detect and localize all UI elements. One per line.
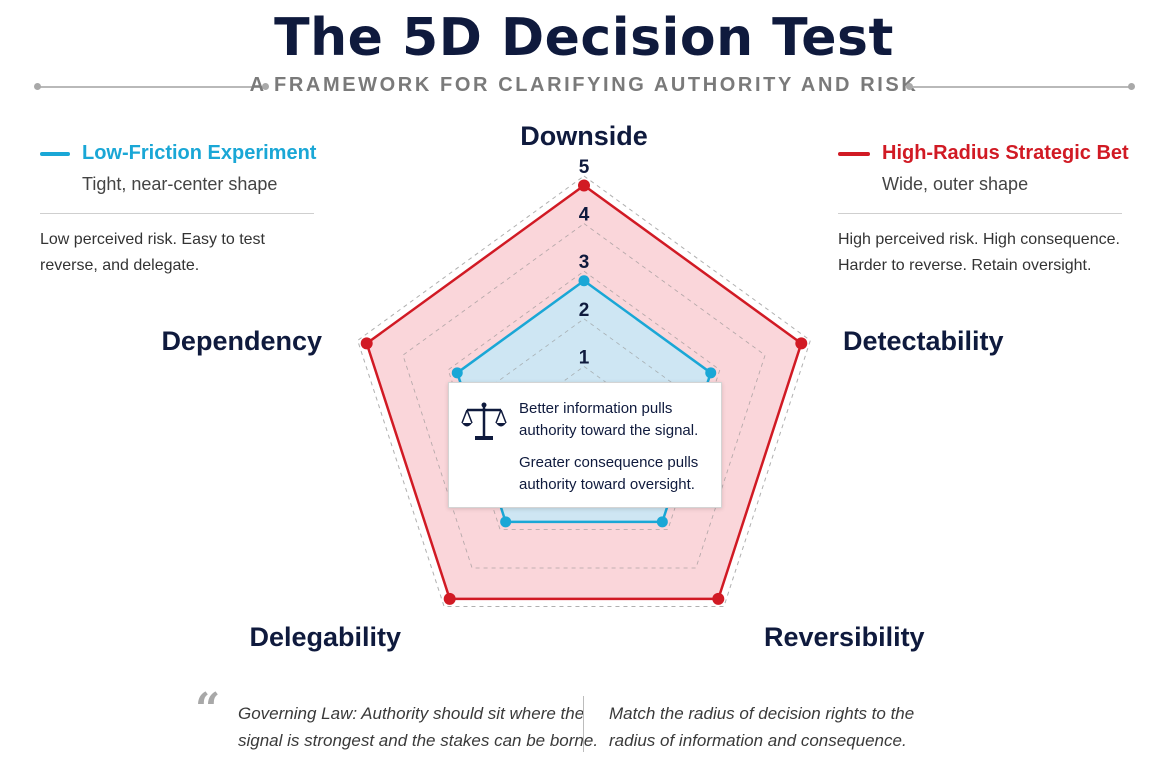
subtitle-rule-left <box>38 86 266 88</box>
axis-label-reversibility: Reversibility <box>764 622 925 652</box>
footer-right-line-1: Match the radius of decision rights to t… <box>609 704 915 723</box>
legend-low-swatch <box>40 152 70 156</box>
axis-label-dependency: Dependency <box>161 326 322 356</box>
series-point-0-0 <box>578 275 590 287</box>
subtitle-rule-dot-right-outer <box>1128 83 1135 90</box>
grid-overlay-3 <box>447 270 721 530</box>
callout-line-4: authority toward oversight. <box>519 476 695 493</box>
series-point-1-0 <box>578 179 590 192</box>
subtitle-rule-dot-left-outer <box>34 83 41 90</box>
scales-icon <box>461 402 507 440</box>
tick-label-5: 5 <box>579 157 590 178</box>
grid-overlay-2 <box>492 318 676 492</box>
series-point-1-3 <box>443 592 456 605</box>
legend-low-name: Low-Friction Experiment <box>82 142 317 164</box>
legend-high-swatch <box>838 152 870 156</box>
callout-line-3: Greater consequence pulls <box>519 454 699 471</box>
legend-low-divider <box>40 213 314 214</box>
series-point-0-1 <box>705 367 717 379</box>
tick-label-3: 3 <box>579 252 590 273</box>
legend-high-shape: Wide, outer shape <box>882 174 1029 194</box>
callout-line-2: authority toward the signal. <box>519 422 699 439</box>
subtitle-rule-dot-left-inner <box>262 83 269 90</box>
legend-low-desc-2: reverse, and delegate. <box>40 257 200 274</box>
footer-divider <box>583 696 584 752</box>
subtitle-rule-dot-right-inner <box>906 83 913 90</box>
axis-label-detectability: Detectability <box>843 326 1004 356</box>
tick-label-1: 1 <box>579 347 590 368</box>
axis-label-delegability: Delegability <box>249 622 401 652</box>
axis-label-downside: Downside <box>520 121 648 151</box>
legend-high-name: High-Radius Strategic Bet <box>882 142 1129 164</box>
legend-high-desc-2: Harder to reverse. Retain oversight. <box>838 257 1092 274</box>
grid-overlay-4 <box>402 223 766 569</box>
series-point-0-2 <box>656 516 668 528</box>
tick-label-2: 2 <box>579 300 590 321</box>
page-subtitle: A FRAMEWORK FOR CLARIFYING AUTHORITY AND… <box>249 74 919 96</box>
legend-high-divider <box>838 213 1122 214</box>
series-line-0 <box>455 279 713 524</box>
callout-line-1: Better information pulls <box>519 400 673 417</box>
callout-box: Better information pulls authority towar… <box>448 382 722 508</box>
grid-ring-outer <box>357 175 811 608</box>
series-line-1 <box>365 184 803 601</box>
governing-law-line-1: Governing Law: Authority should sit wher… <box>238 704 585 723</box>
series-point-1-1 <box>795 337 808 350</box>
series-point-0-4 <box>451 367 463 379</box>
quote-icon: “ <box>195 684 221 735</box>
series-point-1-4 <box>360 337 373 350</box>
subtitle-rule-right <box>910 86 1132 88</box>
tick-label-4: 4 <box>579 205 590 226</box>
series-point-1-2 <box>712 592 725 605</box>
page-title: The 5D Decision Test <box>274 8 894 68</box>
legend-high-desc-1: High perceived risk. High consequence. <box>838 231 1120 248</box>
footer-right-line-2: radius of information and consequence. <box>609 731 907 750</box>
series-point-0-3 <box>500 516 512 528</box>
governing-law-line-2: signal is strongest and the stakes can b… <box>238 731 599 750</box>
legend-low-shape: Tight, near-center shape <box>82 174 278 194</box>
legend-low-desc-1: Low perceived risk. Easy to test <box>40 231 265 248</box>
